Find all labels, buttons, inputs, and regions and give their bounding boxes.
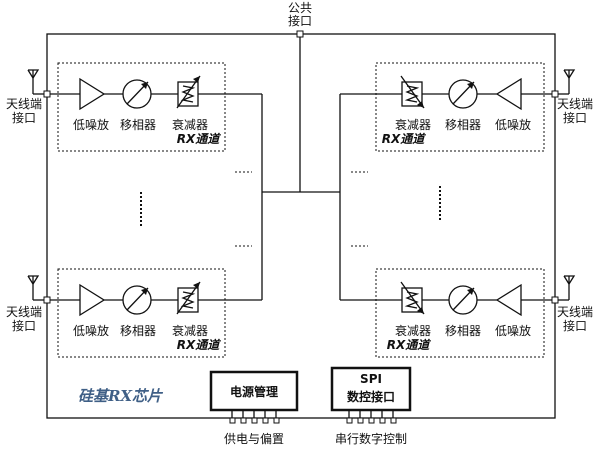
spi-control-block: SPI 数控接口 [330,366,412,424]
serial-control-label: 串行数字控制 [335,431,407,446]
antenna-port-pad [551,296,559,304]
antenna-port-label-line1: 天线端 [6,97,42,111]
antenna-port-label-line1: 天线端 [557,97,593,111]
power-management-block: 电源管理 [209,370,299,424]
phase-shifter-label: 移相器 [120,118,156,132]
phase-shifter-label: 移相器 [445,324,481,338]
lna-amplifier-icon [495,283,522,317]
attenuator-label: 衰减器 [395,117,431,132]
rx-channel-label: RX通道 [387,338,431,352]
rx-channel-label: RX通道 [382,132,426,146]
antenna-port-label-line2: 接口 [12,110,36,125]
digital-interface-label: 数控接口 [347,389,395,404]
spi-label: SPI [360,372,382,386]
lna-label: 低噪放 [495,117,531,132]
antenna-icon [563,275,576,300]
antenna-port-label-line2: 接口 [563,318,587,333]
attenuator-label: 衰减器 [395,323,431,338]
phase-shifter-icon [122,285,152,315]
lna-label: 低噪放 [73,117,109,132]
phase-shifter-label: 移相器 [120,324,156,338]
rx-channel-label: RX通道 [177,338,221,352]
antenna-port-label-line2: 接口 [563,110,587,125]
common-port-label-line2: 接口 [288,13,312,28]
common-port-pad [296,30,304,38]
antenna-icon [27,275,40,300]
spi-pins [346,410,397,424]
lna-amplifier-icon [79,77,106,111]
phase-shifter-icon [122,79,152,109]
lna-label: 低噪放 [73,323,109,338]
power-bias-label: 供电与偏置 [224,431,284,446]
rx-channel-top-right: 衰减器 移相器 低噪放 RX通道 [375,62,576,152]
antenna-icon [27,69,40,94]
attenuator-icon [176,75,201,109]
antenna-port-pad [43,90,51,98]
power-management-label: 电源管理 [230,384,278,399]
antenna-port-label-line2: 接口 [12,318,36,333]
antenna-icon [563,69,576,94]
rx-channel-label: RX通道 [177,132,221,146]
attenuator-label: 衰减器 [172,323,208,338]
power-pins [229,410,280,424]
chip-title: 硅基RX芯片 [78,387,164,405]
antenna-port-pad [43,296,51,304]
phase-shifter-label: 移相器 [445,118,481,132]
phase-shifter-icon [448,79,478,109]
attenuator-icon [400,75,425,109]
attenuator-icon [176,281,201,315]
phase-shifter-icon [448,285,478,315]
antenna-port-label-line1: 天线端 [6,305,42,319]
attenuator-label: 衰减器 [172,117,208,132]
antenna-port-label-line1: 天线端 [557,305,593,319]
rx-channel-bottom-left: 低噪放 移相器 衰减器 RX通道 [27,268,226,358]
rx-channel-top-left: 低噪放 移相器 衰减器 RX通道 [27,62,226,152]
lna-label: 低噪放 [495,323,531,338]
lna-amplifier-icon [79,283,106,317]
attenuator-icon [400,281,425,315]
rx-channel-bottom-right: 衰减器 移相器 低噪放 RX通道 [375,268,576,358]
lna-amplifier-icon [495,77,522,111]
common-port-label-line1: 公共 [288,1,312,15]
